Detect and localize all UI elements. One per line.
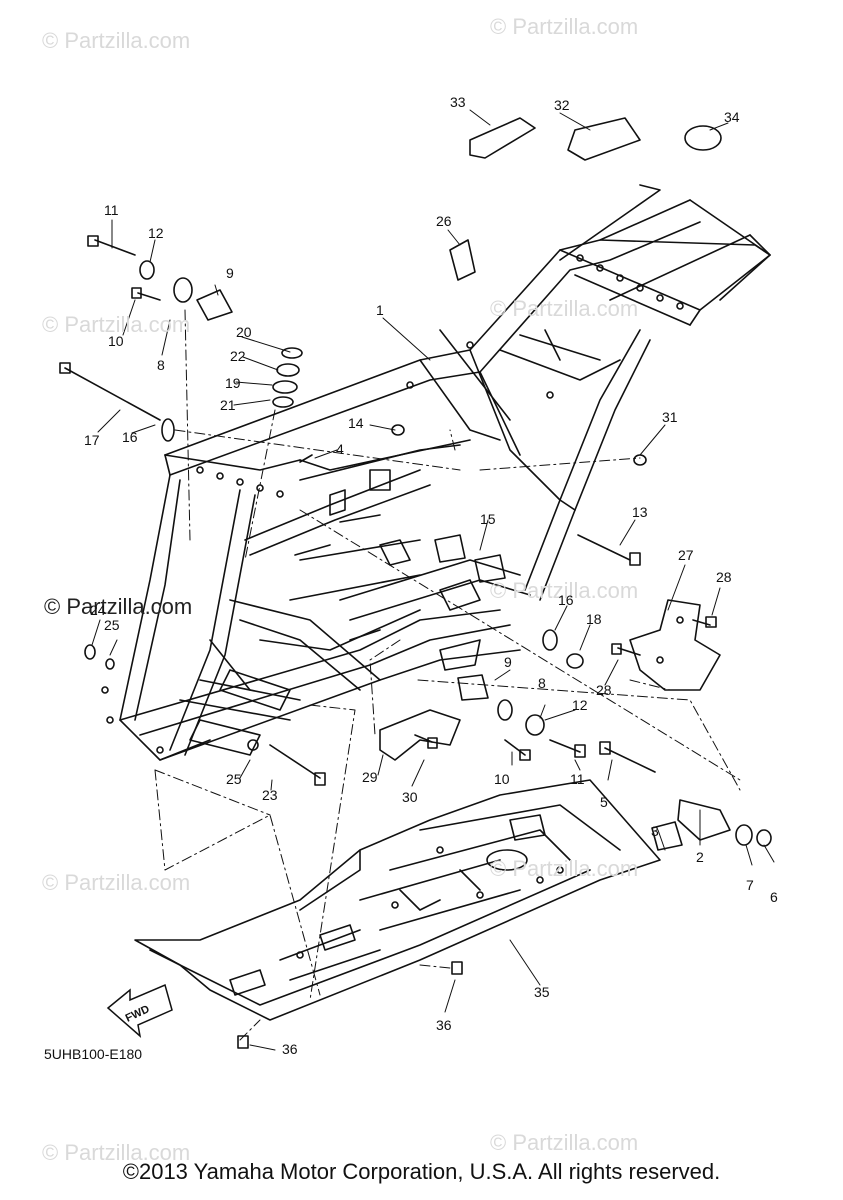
callout-18: 18 xyxy=(586,611,602,627)
callout-12b: 12 xyxy=(572,697,588,713)
callout-31: 31 xyxy=(662,409,678,425)
callout-25: 25 xyxy=(104,617,120,633)
small-parts xyxy=(449,117,641,281)
callout-14: 14 xyxy=(348,415,364,431)
callout-11b: 11 xyxy=(570,771,585,787)
callout-32: 32 xyxy=(554,97,570,113)
callout-8: 8 xyxy=(157,357,165,373)
callout-2: 2 xyxy=(696,849,704,865)
callout-28b: 28 xyxy=(596,682,612,698)
callout-20: 20 xyxy=(236,324,252,340)
bracket-27 xyxy=(629,599,721,691)
bushings xyxy=(84,125,772,851)
callout-19: 19 xyxy=(225,375,241,391)
callout-29: 29 xyxy=(362,769,378,785)
callout-9: 9 xyxy=(226,265,234,281)
callout-35: 35 xyxy=(534,984,550,1000)
callout-15: 15 xyxy=(480,511,496,527)
fwd-arrow-icon xyxy=(106,983,173,1038)
callout-25b: 25 xyxy=(226,771,242,787)
callout-24: 24 xyxy=(90,602,106,618)
callout-3: 3 xyxy=(651,823,659,839)
callout-27: 27 xyxy=(678,547,694,563)
callout-33: 33 xyxy=(450,94,466,110)
bracket-2 xyxy=(677,799,731,841)
callout-36: 36 xyxy=(436,1017,452,1033)
callout-11: 11 xyxy=(104,202,119,218)
callout-6: 6 xyxy=(770,889,778,905)
callout-30: 30 xyxy=(402,789,418,805)
callout-16: 16 xyxy=(122,429,138,445)
watermark: © Partzilla.com xyxy=(490,578,639,603)
callout-13: 13 xyxy=(632,504,648,520)
watermark: © Partzilla.com xyxy=(44,594,193,619)
callout-9b: 9 xyxy=(504,654,512,670)
callout-21: 21 xyxy=(220,397,236,413)
callout-22: 22 xyxy=(230,348,246,364)
bracket-29 xyxy=(379,709,461,761)
watermark: © Partzilla.com xyxy=(42,870,191,895)
watermark: © Partzilla.com xyxy=(490,14,639,39)
callout-16b: 16 xyxy=(558,592,574,608)
callout-7: 7 xyxy=(746,877,754,893)
copyright-notice: ©2013 Yamaha Motor Corporation, U.S.A. A… xyxy=(122,1159,721,1184)
watermark: © Partzilla.com xyxy=(490,856,639,881)
callout-36b: 36 xyxy=(282,1041,298,1057)
watermark: © Partzilla.com xyxy=(42,28,191,53)
callout-10b: 10 xyxy=(494,771,510,787)
callout-28: 28 xyxy=(716,569,732,585)
bolts xyxy=(59,235,717,1049)
callout-23: 23 xyxy=(262,787,278,803)
callout-12: 12 xyxy=(148,225,164,241)
main-frame xyxy=(101,184,771,761)
diagram-code: 5UHB100-E180 xyxy=(44,1046,143,1062)
watermark: © Partzilla.com xyxy=(42,312,191,337)
callout-4: 4 xyxy=(336,441,344,457)
watermark: © Partzilla.com xyxy=(42,1140,191,1165)
callout-34: 34 xyxy=(724,109,740,125)
callout-5: 5 xyxy=(600,794,608,810)
callout-17: 17 xyxy=(84,432,100,448)
callout-10: 10 xyxy=(108,333,124,349)
skid-plate xyxy=(134,779,661,1021)
watermark: © Partzilla.com xyxy=(490,296,639,321)
callout-8b: 8 xyxy=(538,675,546,691)
watermark: © Partzilla.com xyxy=(490,1130,639,1155)
alignment-lines xyxy=(154,309,741,1041)
callout-26: 26 xyxy=(436,213,452,229)
leader-lines xyxy=(91,109,775,1051)
callout-1: 1 xyxy=(376,302,384,318)
